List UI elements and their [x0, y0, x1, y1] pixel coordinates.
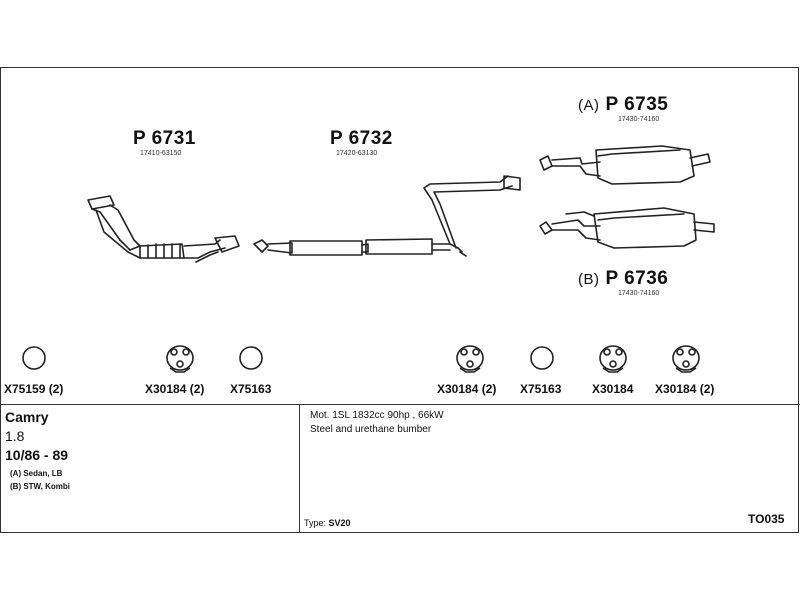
ring-icon	[530, 346, 554, 370]
variant-b-marker: (B)	[578, 271, 600, 288]
catalog-code: TO035	[748, 512, 785, 526]
type-label: Type:	[304, 518, 327, 528]
hanger-icon	[166, 345, 194, 373]
accessory-label: X30184 (2)	[145, 382, 205, 396]
variant-a-description: (A) Sedan, LB	[10, 469, 63, 478]
ring-icon	[22, 346, 46, 370]
accessory-label: X75163	[520, 382, 562, 396]
hanger-icon	[599, 345, 627, 373]
part-code-p6732: P 6732	[330, 128, 393, 149]
hanger-icon	[456, 345, 484, 373]
ring-icon	[239, 346, 263, 370]
vehicle-model: Camry	[5, 409, 49, 425]
type-line: Type: SV20	[304, 518, 351, 528]
part-ref-p6731: 17410-63150	[140, 150, 182, 157]
part-label-p6736: (B) P 6736	[578, 268, 668, 290]
part-ref-p6732: 17420-63130	[336, 150, 378, 157]
rear-silencer-p6735	[539, 145, 711, 185]
part-ref-p6736: 17430-74160	[618, 290, 660, 297]
hanger-icon	[672, 345, 700, 373]
accessory-label: X30184	[592, 382, 634, 396]
vehicle-engine: 1.8	[5, 428, 25, 444]
vehicle-years: 10/86 - 89	[5, 447, 69, 463]
accessory-label: X75163	[230, 382, 272, 396]
variant-b-description: (B) STW, Kombi	[10, 482, 70, 491]
accessory-label: X30184 (2)	[655, 382, 715, 396]
diagram-frame	[0, 67, 799, 533]
front-pipe-p6731	[87, 195, 240, 263]
part-code-p6731: P 6731	[133, 128, 196, 149]
info-divider	[299, 404, 300, 533]
rear-silencer-p6736	[539, 207, 715, 249]
material-spec: Steel and urethane bumber	[310, 424, 432, 435]
engine-spec: Mot. 1SL 1832cc 90hp , 66kW	[310, 410, 444, 421]
accessory-label: X75159 (2)	[4, 382, 64, 396]
part-ref-p6735: 17430-74160	[618, 116, 660, 123]
part-code-p6736: P 6736	[605, 268, 669, 289]
section-divider	[0, 404, 800, 405]
variant-a-marker: (A)	[578, 97, 600, 114]
accessory-label: X30184 (2)	[437, 382, 497, 396]
type-value: SV20	[328, 518, 351, 528]
part-label-p6735: (A) P 6735	[578, 94, 668, 116]
middle-pipe-p6732	[253, 175, 521, 257]
part-code-p6735: P 6735	[605, 94, 669, 115]
